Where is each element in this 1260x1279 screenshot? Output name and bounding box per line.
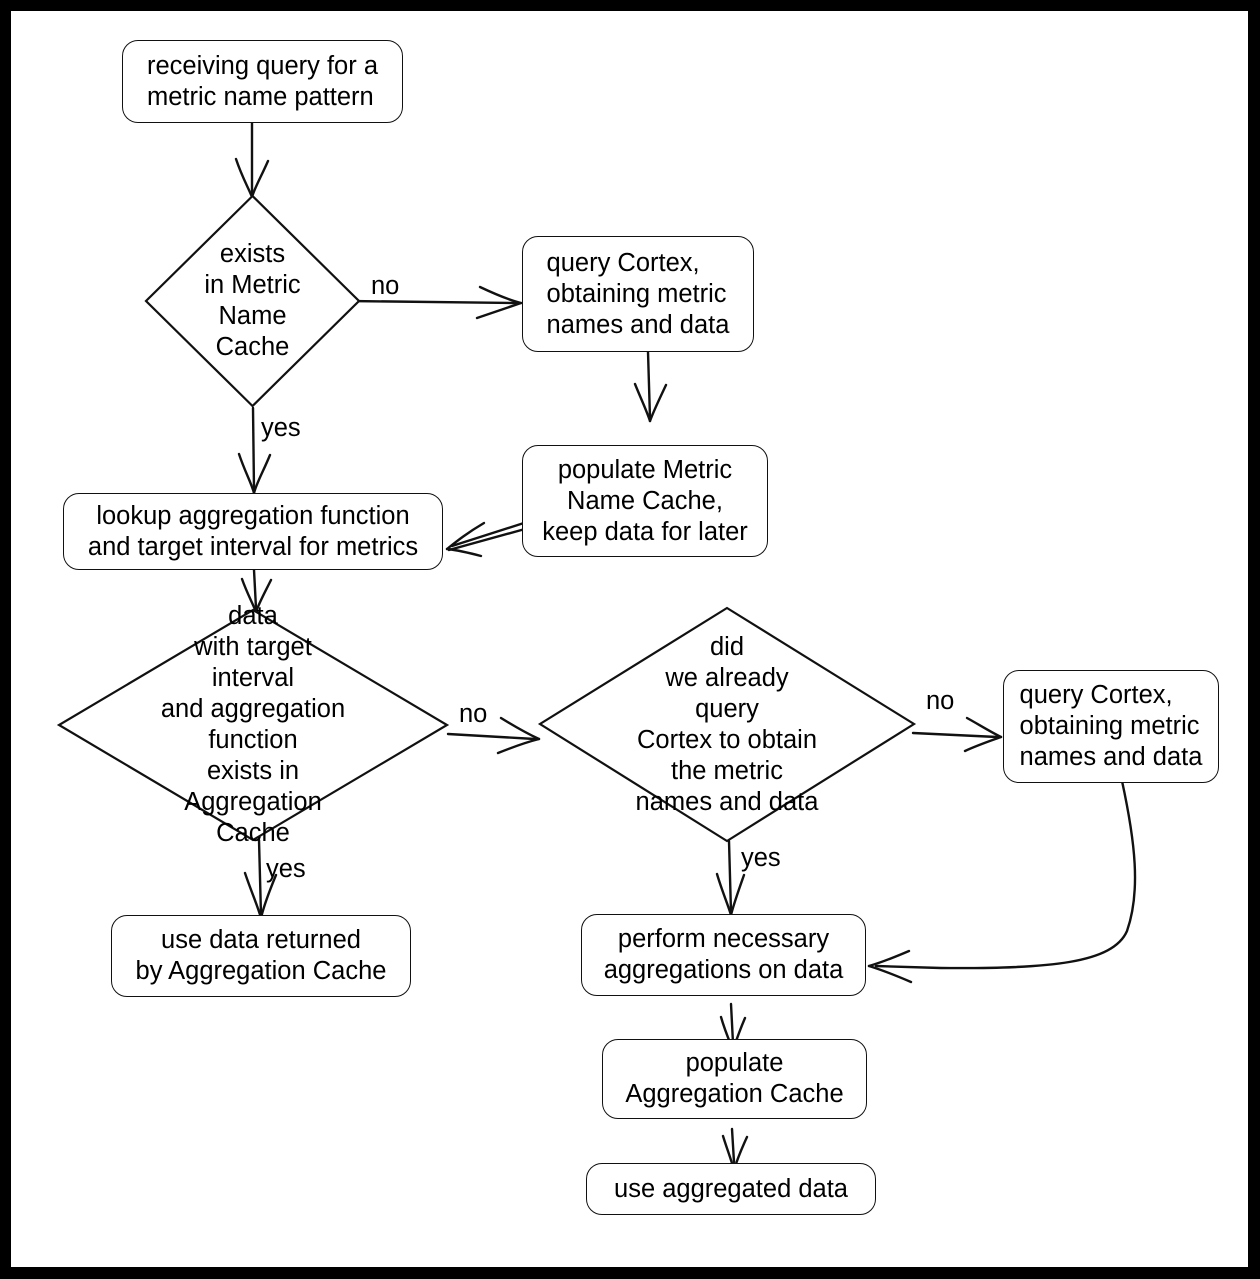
flowchart-canvas: receiving query for a metric name patter… bbox=[11, 11, 1248, 1267]
node-use-aggregated-data[interactable]: use aggregated data bbox=[586, 1163, 876, 1215]
node-already-queried-cortex[interactable]: did we already query Cortex to obtain th… bbox=[537, 606, 917, 843]
edge-label-agg-cache-yes: yes bbox=[266, 855, 306, 883]
edge-populate-to-lookup bbox=[450, 520, 529, 548]
edge-alreadyqueried-yes bbox=[727, 839, 733, 914]
node-exists-in-metric-name-cache-label: exists in Metric Name Cache bbox=[204, 240, 301, 361]
edge-label-already-queried-yes: yes bbox=[741, 844, 781, 872]
edge-label-metric-cache-yes: yes bbox=[261, 414, 301, 442]
diagram-frame: receiving query for a metric name patter… bbox=[11, 11, 1248, 1267]
edge-label-agg-cache-no: no bbox=[459, 700, 488, 728]
node-receiving-query[interactable]: receiving query for a metric name patter… bbox=[122, 40, 403, 123]
node-query-cortex-right-label: query Cortex, obtaining metric names and… bbox=[1019, 681, 1203, 771]
diamond-shape-already-queried bbox=[537, 606, 917, 843]
node-query-cortex-top[interactable]: query Cortex, obtaining metric names and… bbox=[522, 236, 754, 352]
edge-cortextop-to-populate bbox=[646, 350, 652, 420]
node-query-cortex-right[interactable]: query Cortex, obtaining metric names and… bbox=[1003, 670, 1219, 783]
node-populate-aggregation-cache[interactable]: populate Aggregation Cache bbox=[602, 1039, 867, 1119]
node-populate-metric-name-cache[interactable]: populate Metric Name Cache, keep data fo… bbox=[522, 445, 768, 557]
node-populate-metric-name-cache-label: populate Metric Name Cache, keep data fo… bbox=[542, 455, 748, 546]
node-use-data-returned-label: use data returned by Aggregation Cache bbox=[135, 926, 387, 985]
node-receiving-query-label: receiving query for a metric name patter… bbox=[146, 51, 379, 111]
diamond-shape-metric-cache bbox=[144, 194, 361, 408]
edge-label-metric-cache-no: no bbox=[371, 272, 400, 300]
edge-exists-no bbox=[347, 299, 519, 305]
node-data-exists-aggregation-cache-label: data with target interval and aggregatio… bbox=[160, 602, 346, 847]
edge-aggcache-yes bbox=[257, 838, 263, 917]
edge-label-already-queried-no: no bbox=[926, 687, 955, 715]
edge-perform-to-populate bbox=[729, 1002, 735, 1045]
node-use-aggregated-data-label: use aggregated data bbox=[614, 1174, 848, 1203]
edge-aggcache-no bbox=[446, 732, 537, 741]
edge-exists-yes bbox=[251, 406, 256, 492]
node-perform-aggregations-label: perform necessary aggregations on data bbox=[603, 925, 844, 984]
node-query-cortex-top-label: query Cortex, obtaining metric names and… bbox=[546, 248, 730, 339]
node-perform-aggregations[interactable]: perform necessary aggregations on data bbox=[581, 914, 866, 996]
edge-alreadyqueried-no bbox=[911, 731, 999, 739]
node-exists-in-metric-name-cache[interactable]: exists in Metric Name Cache bbox=[144, 194, 361, 408]
node-lookup-aggregation-label: lookup aggregation function and target i… bbox=[87, 501, 419, 561]
node-data-exists-aggregation-cache[interactable]: data with target interval and aggregatio… bbox=[56, 602, 450, 847]
node-lookup-aggregation[interactable]: lookup aggregation function and target i… bbox=[63, 493, 443, 570]
node-populate-aggregation-cache-label: populate Aggregation Cache bbox=[625, 1049, 844, 1108]
node-already-queried-cortex-label: did we already query Cortex to obtain th… bbox=[635, 632, 819, 816]
diamond-shape-agg-cache bbox=[56, 608, 450, 842]
edge-populate-to-useagg bbox=[730, 1127, 736, 1164]
node-use-data-returned[interactable]: use data returned by Aggregation Cache bbox=[111, 915, 411, 997]
